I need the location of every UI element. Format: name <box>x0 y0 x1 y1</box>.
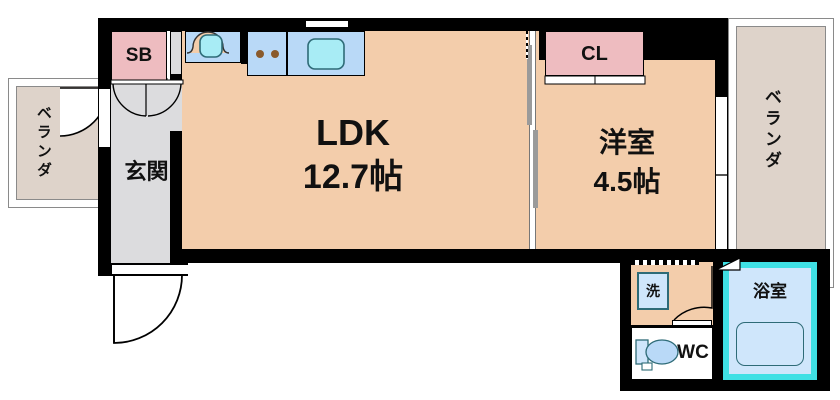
wash-basin-icon <box>186 31 230 58</box>
shoe-box-doors-swing <box>110 79 184 117</box>
bathroom-label: 浴室 <box>753 282 787 302</box>
entrance-door-opening <box>112 264 188 275</box>
closet-cl-label: CL <box>581 42 608 65</box>
exterior-wall-top <box>98 18 728 31</box>
entrance-wall-right <box>170 131 182 263</box>
bathtub-icon <box>736 322 804 366</box>
washitsu-balcony-door[interactable] <box>716 96 727 256</box>
washroom-door-swing <box>673 266 713 321</box>
ldk-area-label: 12.7帖 <box>302 158 404 197</box>
washroom-opening-dash <box>631 260 699 265</box>
washitsu-balcony-door-mullion <box>716 174 727 176</box>
bathroom-door-swing <box>715 257 741 271</box>
room-washitsu <box>539 60 715 249</box>
washitsu-area-label: 4.5帖 <box>593 166 661 198</box>
exterior-wall-bottom-ldk <box>182 249 728 263</box>
veranda-right-label: ベランダ <box>761 88 781 172</box>
wc-label: WC <box>677 342 709 364</box>
veranda-left-door-opening <box>99 88 110 148</box>
closet-cl <box>545 31 644 76</box>
washing-machine <box>637 272 669 310</box>
sliding-door-head-dash <box>526 31 528 59</box>
kitchen-partition <box>241 31 247 64</box>
stove-icon <box>256 50 279 58</box>
stove-counter <box>247 31 287 76</box>
washer-label: 洗 <box>646 282 660 299</box>
shoe-box-label: SB <box>125 45 153 67</box>
veranda-left-label: ベランダ <box>34 105 52 181</box>
kitchen-sink-icon <box>307 38 345 70</box>
washitsu-name-label: 洋室 <box>598 127 655 159</box>
closet-cl-doors <box>544 75 646 85</box>
ldk-name-label: LDK <box>316 112 390 154</box>
entrance-label: 玄関 <box>124 159 169 185</box>
sliding-door-panel-upper <box>527 45 532 125</box>
window-top-ldk <box>306 19 348 29</box>
sliding-door-panel-lower <box>533 130 538 208</box>
entrance-door-swing <box>113 274 183 344</box>
washroom-door-sill <box>672 320 712 326</box>
toilet-icon <box>635 339 679 371</box>
